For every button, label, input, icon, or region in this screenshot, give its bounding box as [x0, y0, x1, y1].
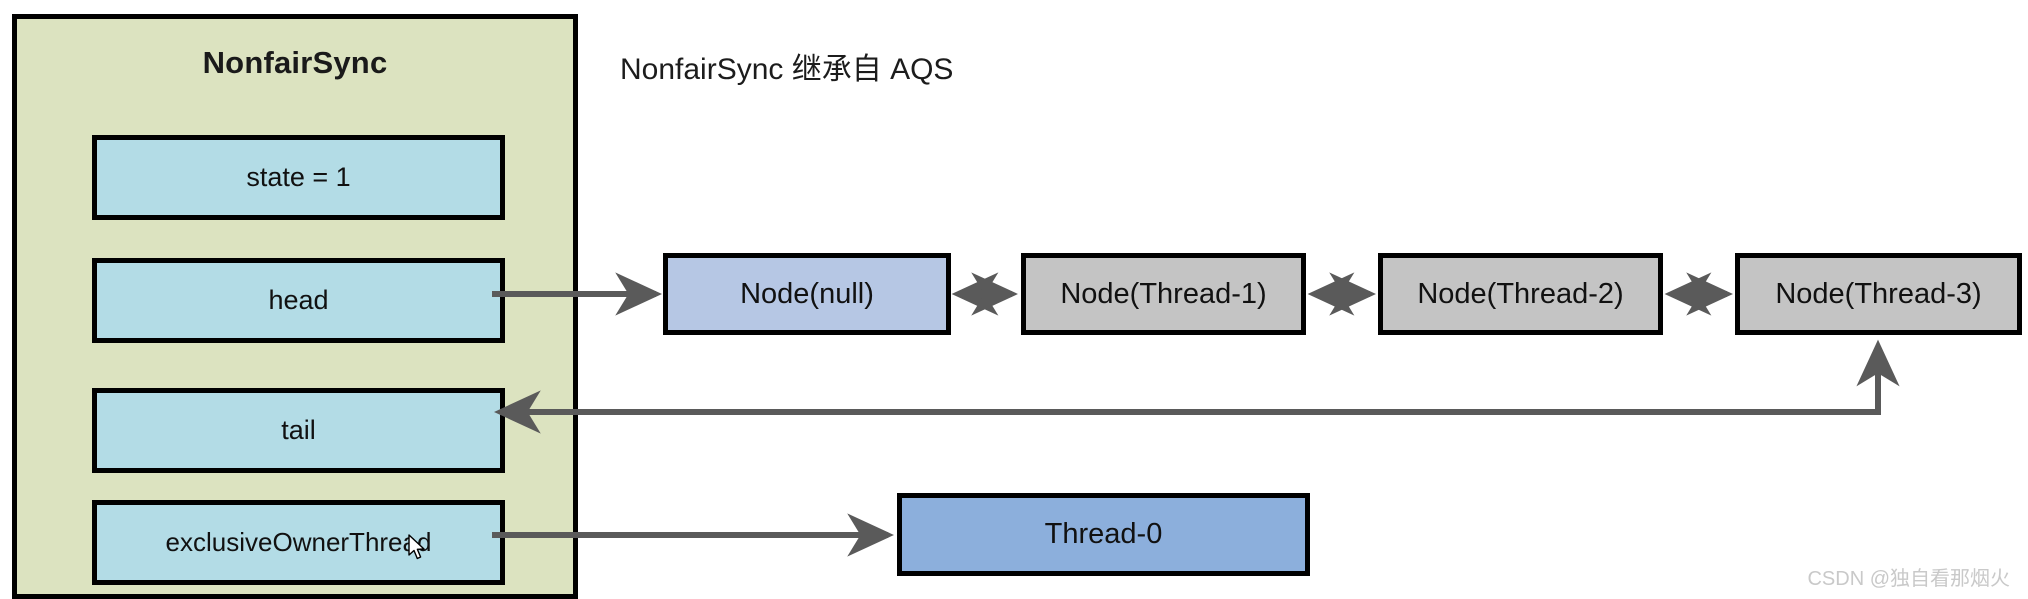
- watermark: CSDN @独自看那烟火: [1807, 568, 2010, 590]
- node-thread-2: Node(Thread-2): [1378, 253, 1663, 335]
- field-head-label: head: [268, 285, 329, 315]
- node-thread-3-label: Node(Thread-3): [1775, 277, 1982, 310]
- node-thread-1-label: Node(Thread-1): [1060, 277, 1267, 310]
- node-thread-3: Node(Thread-3): [1735, 253, 2022, 335]
- diagram-caption: NonfairSync 继承自 AQS: [620, 53, 954, 86]
- arrow-tail-to-node-thread-3: [493, 339, 1900, 434]
- owner-thread-box: Thread-0: [897, 493, 1310, 576]
- field-owner-label: exclusiveOwnerThread: [165, 527, 432, 557]
- field-tail-label: tail: [281, 415, 316, 445]
- node-thread-1: Node(Thread-1): [1021, 253, 1306, 335]
- panel-title: NonfairSync: [202, 45, 388, 80]
- node-thread-2-label: Node(Thread-2): [1417, 277, 1624, 310]
- field-exclusive-owner-thread: exclusiveOwnerThread: [92, 500, 505, 585]
- field-tail: tail: [92, 388, 505, 473]
- field-state-label: state = 1: [246, 162, 351, 192]
- field-head: head: [92, 258, 505, 343]
- field-state: state = 1: [92, 135, 505, 220]
- node-null-label: Node(null): [740, 277, 874, 310]
- mouse-cursor-icon: [408, 534, 425, 560]
- node-null: Node(null): [663, 253, 951, 335]
- nonfairsync-panel: NonfairSync state = 1 head tail exclusiv…: [12, 14, 578, 599]
- owner-thread-label: Thread-0: [1044, 518, 1163, 550]
